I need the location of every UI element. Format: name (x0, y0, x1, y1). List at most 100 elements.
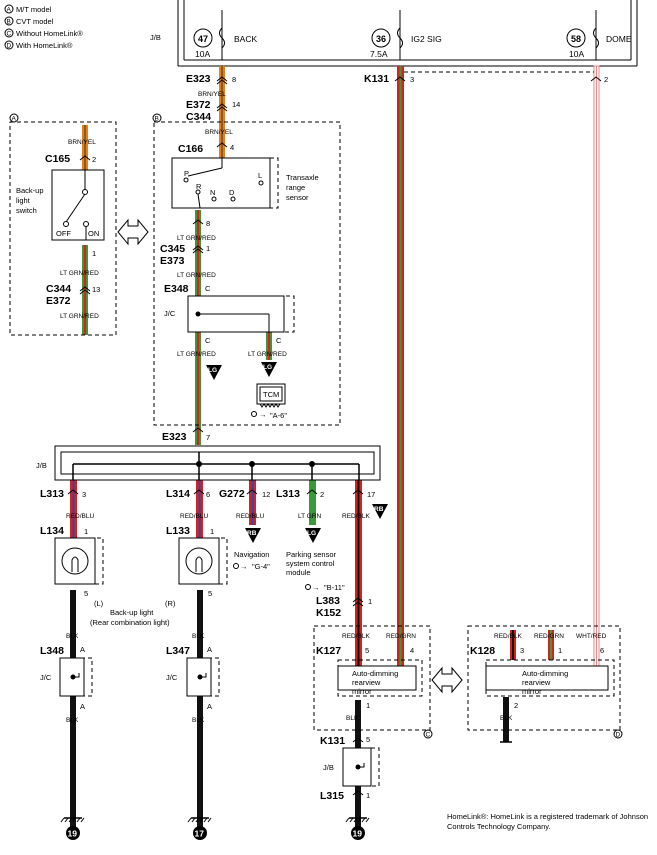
side-label: (L) (94, 599, 104, 608)
wire-label: BLK (500, 715, 513, 722)
wire-label: LT GRN/RED (60, 313, 99, 320)
pin-label: 4 (230, 143, 234, 152)
fuse-name: DOME (606, 34, 632, 44)
double-arrow-cd (431, 666, 463, 694)
pin-label: 3 (520, 646, 524, 655)
pin-label: C (276, 336, 282, 345)
mirror-d-box (485, 665, 609, 691)
wire-label: LT GRN/RED (177, 351, 216, 358)
conn-l347: L347 (166, 645, 190, 657)
legend-text: M/T model (16, 5, 52, 14)
section-letter: B (155, 116, 159, 123)
backup-light-right: L133 1 5 (R) (165, 525, 228, 608)
nav-ref: "G-4" (252, 562, 270, 571)
junction-block-top: J/B (150, 0, 638, 67)
backup-light-label: Back-up light (110, 608, 154, 617)
wire-label: RED/GRN (534, 633, 564, 640)
wire-label: BRN/YEL (198, 91, 226, 98)
wire-label: LT GRN/RED (177, 272, 216, 279)
wire-blk-left (70, 590, 76, 830)
conn-c166: C166 (178, 143, 203, 155)
conn-l133: L133 (166, 525, 190, 537)
reference-icon (305, 584, 311, 590)
wire-wht-red-dome (593, 65, 600, 667)
pin-label: A (80, 645, 85, 654)
footnote: HomeLink®: HomeLink is a registered trad… (447, 812, 652, 832)
label-line: system control (286, 559, 335, 568)
legend-text: CVT model (16, 17, 54, 26)
wire-label: RED/BLK (494, 633, 522, 640)
pin-label: 1 (206, 244, 210, 253)
svg-text:LG: LG (307, 530, 316, 537)
wire-label: LT GRN (298, 513, 322, 520)
wire-label: RED/BLK (342, 513, 370, 520)
reference-icon (233, 563, 239, 569)
conn-l134: L134 (40, 525, 64, 537)
pin-label: 12 (262, 490, 270, 499)
conn-l313: L313 (40, 488, 64, 500)
wire-label: RED/GRN (386, 633, 416, 640)
wire-label: WHT/RED (576, 633, 607, 640)
range-sensor-box (171, 157, 271, 209)
wire-label: BRN/YEL (68, 139, 96, 146)
svg-text:RB: RB (374, 506, 384, 513)
wire-brn-yel-a (82, 125, 88, 170)
ground-19-right: 19 (345, 817, 370, 840)
section-letter: D (616, 732, 621, 739)
conn-l314: L314 (166, 488, 190, 500)
label-line: mirror (352, 687, 372, 696)
svg-text:→: → (312, 583, 320, 592)
double-arrow-ab (117, 218, 149, 246)
pin-label: 6 (206, 490, 210, 499)
fuse-number: 47 (198, 34, 208, 44)
label-line: rearview (352, 678, 381, 687)
ground-number: 19 (68, 829, 78, 839)
fuse-amp: 7.5A (370, 49, 388, 59)
conn-l315: L315 (320, 790, 344, 802)
pin-label: 13 (92, 285, 100, 294)
fuse-back: 47 10A BACK (193, 10, 257, 60)
jb-label: J/B (150, 33, 161, 42)
pin-label: 5 (366, 735, 370, 744)
conn-l383: L383 (316, 595, 340, 607)
pin-label: 1 (558, 646, 562, 655)
navigation-label: Navigation (234, 550, 269, 559)
ground-number: 17 (195, 829, 205, 839)
conn-e323-top: E323 (186, 73, 211, 85)
wire-brn-yel-main (219, 66, 225, 158)
fuse-amp: 10A (195, 49, 210, 59)
conn-k127: K127 (316, 645, 341, 657)
gear-label: P (184, 169, 189, 178)
jc-label: J/C (164, 309, 176, 318)
conn-c344-top: C344 (186, 111, 211, 123)
pin-label: A (80, 702, 85, 711)
wire-label: RED/BLK (342, 633, 370, 640)
conn-e372-top: E372 (186, 99, 211, 111)
conn-c345: C345 (160, 243, 185, 255)
pin-label: 5 (84, 589, 88, 598)
pin-label: 6 (600, 646, 604, 655)
conn-k152: K152 (316, 607, 341, 619)
junction-block-lower: J/B (36, 445, 381, 481)
fuse-number: 58 (571, 34, 581, 44)
wire-lt-grn-l313 (309, 480, 316, 525)
fuse-ig2-sig: 36 7.5A IG2 SIG (370, 10, 442, 60)
footnote-text: HomeLink®: HomeLink is a registered trad… (447, 812, 649, 831)
wire-label: BLK (66, 633, 79, 640)
fuse-amp: 10A (569, 49, 584, 59)
conn-e348: E348 (164, 283, 189, 295)
wire-blk-k128 (503, 697, 509, 742)
fuse-dome: 58 10A DOME (566, 10, 632, 60)
conn-l313b: L313 (276, 488, 300, 500)
legend-letter: C (7, 31, 12, 38)
pin-label: 5 (365, 646, 369, 655)
label-line: sensor (286, 193, 309, 202)
label-line: range (286, 183, 305, 192)
section-d-mirror: D RED/BLK RED/GRN WHT/RED K128 3 1 6 Aut… (467, 625, 623, 739)
pin-label: 1 (368, 597, 372, 606)
